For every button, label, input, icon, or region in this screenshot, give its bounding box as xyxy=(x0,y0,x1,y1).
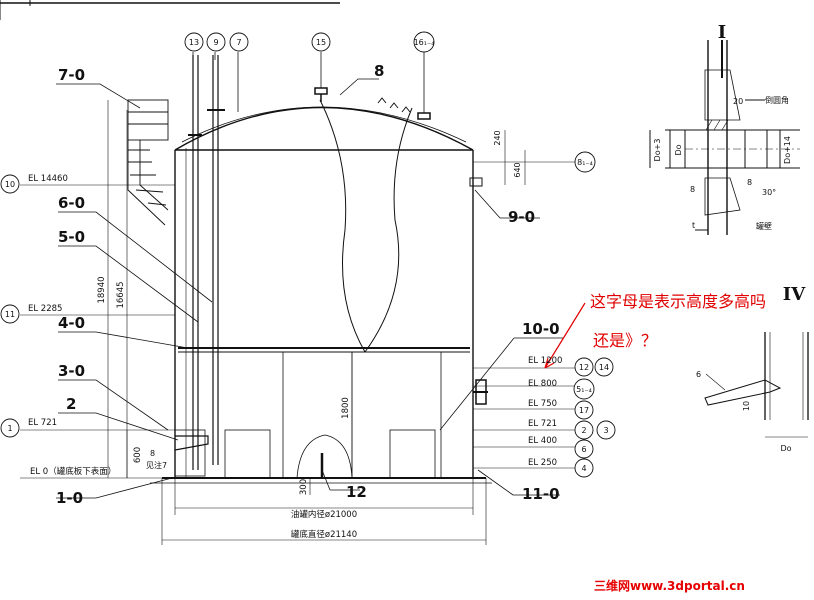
vertical-pipes xyxy=(185,55,225,478)
detail-I-wall: 罐壁 xyxy=(756,221,772,231)
annotation-line2: 还是》？ xyxy=(593,331,657,350)
el-1200: EL 1200 xyxy=(528,356,562,366)
watermark: 三维网www.3dportal.cn xyxy=(594,578,745,593)
el-750: EL 750 xyxy=(528,399,557,409)
dim-bottom-diameter: 罐底直径ø21140 xyxy=(291,529,357,540)
callout-circles xyxy=(0,31,616,478)
callout-11: 11 xyxy=(5,310,15,319)
detail-I-dim20: 20 xyxy=(733,97,743,106)
label-11-0: 11-0 xyxy=(522,485,560,503)
label-8: 8 xyxy=(374,62,384,80)
label-2: 2 xyxy=(66,395,76,413)
label-4-0: 4-0 xyxy=(58,314,85,332)
detail-I-chamfer: 倒圆角 xyxy=(765,95,789,105)
annotation-line1: 这字母是表示高度多高吗 xyxy=(590,292,766,311)
detail-I-8a: 8 xyxy=(690,185,695,194)
label-1-0: 1-0 xyxy=(56,489,83,507)
floating-deck xyxy=(178,347,470,478)
roof-ribs xyxy=(319,99,413,353)
callout-15: 15 xyxy=(316,38,326,47)
callout-8: 8₁₋₄ xyxy=(577,158,593,167)
roof-vent xyxy=(314,87,483,187)
el-800: EL 800 xyxy=(528,379,557,389)
callout-9: 9 xyxy=(213,38,218,47)
detail-I-8b: 8 xyxy=(747,178,752,187)
label-9-0: 9-0 xyxy=(508,208,535,226)
callout-16: 16₁₋₄ xyxy=(414,38,435,47)
callout-4: 4 xyxy=(581,464,586,473)
note-8: 8 xyxy=(150,449,155,458)
dimension-lines xyxy=(107,100,526,545)
dim-inner-diameter: 油罐内径ø21000 xyxy=(291,509,357,520)
el-14460: EL 14460 xyxy=(28,174,68,184)
dim-640: 640 xyxy=(513,162,522,177)
detail-I-do3: Do+3 xyxy=(653,139,662,162)
detail-IV xyxy=(704,332,809,438)
detail-IV-do: Do xyxy=(780,444,791,453)
detail-IV-title: IV xyxy=(783,284,806,305)
callout-13: 13 xyxy=(189,38,199,47)
dim-240: 240 xyxy=(493,130,502,145)
detail-IV-6: 6 xyxy=(696,370,701,379)
detail-I xyxy=(649,40,800,235)
callout-14: 14 xyxy=(599,363,609,372)
label-6-0: 6-0 xyxy=(58,194,85,212)
dim-1800: 1800 xyxy=(341,397,351,419)
note-ref: 见注7 xyxy=(146,460,167,470)
detail-I-title: I xyxy=(718,22,726,43)
callout-2: 2 xyxy=(581,426,586,435)
detail-I-do14: Do+14 xyxy=(783,136,792,164)
detail-IV-10: 10 xyxy=(742,401,751,411)
callout-7: 7 xyxy=(236,38,241,47)
el-2285: EL 2285 xyxy=(28,304,62,314)
dim-16645: 16645 xyxy=(116,281,126,308)
leader-lines xyxy=(56,52,563,499)
elevation-lines xyxy=(20,161,575,479)
dim-600: 600 xyxy=(133,447,143,463)
el-721-left: EL 721 xyxy=(28,418,57,428)
el-721-right: EL 721 xyxy=(528,419,557,429)
callout-6: 6 xyxy=(581,445,586,454)
dim-18940: 18940 xyxy=(97,276,107,303)
label-5-0: 5-0 xyxy=(58,228,85,246)
dim-300: 300 xyxy=(299,479,309,495)
el-400: EL 400 xyxy=(528,436,557,446)
callout-10: 10 xyxy=(5,180,15,189)
annotation-arrow xyxy=(544,302,586,369)
detail-I-angle: 30° xyxy=(762,188,776,197)
callout-3: 3 xyxy=(603,426,608,435)
spiral-stair xyxy=(127,99,169,226)
label-12: 12 xyxy=(346,483,367,501)
label-7-0: 7-0 xyxy=(58,66,85,84)
label-3-0: 3-0 xyxy=(58,362,85,380)
callout-1: 1 xyxy=(7,424,12,433)
label-10-0: 10-0 xyxy=(522,320,560,338)
el-250: EL 250 xyxy=(528,458,557,468)
el-0: EL 0（罐底板下表面） xyxy=(30,466,116,477)
detail-I-do: Do xyxy=(674,144,683,155)
sheet-border xyxy=(0,0,340,20)
callout-17: 17 xyxy=(579,406,589,415)
detail-I-t: t xyxy=(692,221,695,230)
bottom-details xyxy=(174,379,488,479)
callout-5: 5₁₋₄ xyxy=(576,385,592,394)
callout-12: 12 xyxy=(579,363,589,372)
